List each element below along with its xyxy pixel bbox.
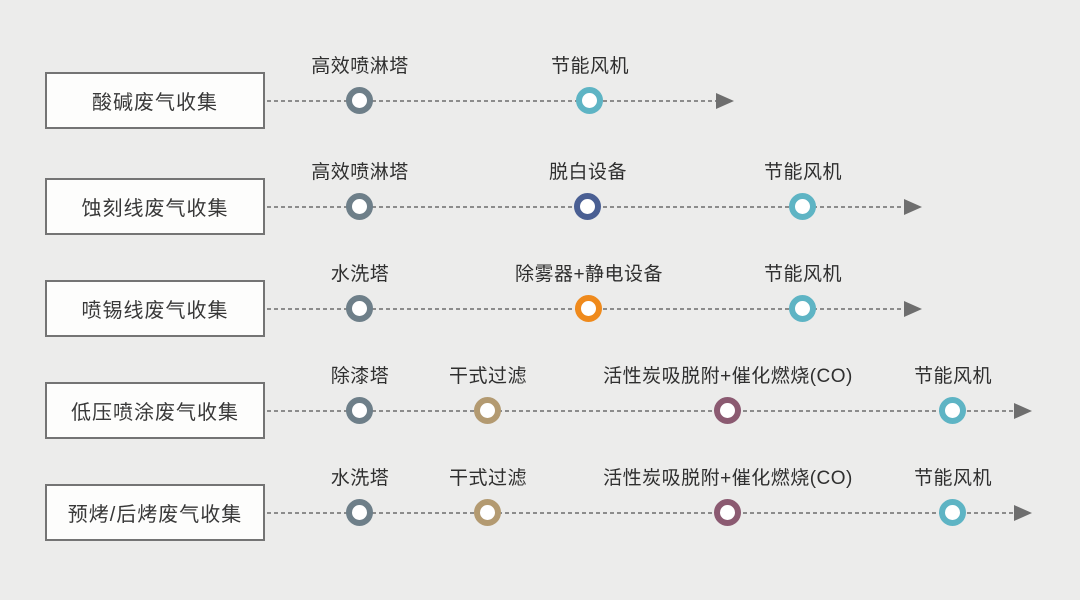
arrowhead-icon — [1014, 505, 1032, 521]
process-step-label: 活性炭吸脱附+催化燃烧(CO) — [603, 468, 853, 489]
process-step-label: 除雾器+静电设备 — [514, 264, 664, 285]
process-step-label: 节能风机 — [763, 162, 843, 183]
process-node-gray-icon — [346, 295, 373, 322]
process-node-gray-icon — [346, 193, 373, 220]
source-box: 预烤/后烤废气收集 — [45, 484, 265, 541]
process-node-orange-icon — [575, 295, 602, 322]
process-step-label: 脱白设备 — [548, 162, 628, 183]
process-step-label: 干式过滤 — [448, 366, 528, 387]
process-node-maroon-icon — [714, 397, 741, 424]
source-box: 蚀刻线废气收集 — [45, 178, 265, 235]
process-node-gray-icon — [346, 87, 373, 114]
process-node-maroon-icon — [714, 499, 741, 526]
process-step-label: 高效喷淋塔 — [311, 162, 409, 183]
process-node-teal-icon — [789, 193, 816, 220]
process-step-label: 水洗塔 — [330, 264, 390, 285]
process-node-tan-icon — [474, 397, 501, 424]
flow-dashed-line — [267, 100, 716, 102]
flow-dashed-line — [267, 206, 904, 208]
process-node-teal-icon — [576, 87, 603, 114]
process-step-label: 高效喷淋塔 — [311, 56, 409, 77]
process-step-label: 节能风机 — [913, 468, 993, 489]
process-step-label: 节能风机 — [763, 264, 843, 285]
process-node-gray-icon — [346, 397, 373, 424]
flow-dashed-line — [267, 410, 1014, 412]
process-step-label: 节能风机 — [550, 56, 630, 77]
process-node-blue-icon — [574, 193, 601, 220]
process-node-gray-icon — [346, 499, 373, 526]
arrowhead-icon — [716, 93, 734, 109]
arrowhead-icon — [904, 301, 922, 317]
process-step-label: 除漆塔 — [330, 366, 390, 387]
process-step-label: 干式过滤 — [448, 468, 528, 489]
process-step-label: 节能风机 — [913, 366, 993, 387]
process-node-teal-icon — [939, 499, 966, 526]
arrowhead-icon — [1014, 403, 1032, 419]
arrowhead-icon — [904, 199, 922, 215]
source-box: 低压喷涂废气收集 — [45, 382, 265, 439]
process-node-teal-icon — [789, 295, 816, 322]
process-step-label: 水洗塔 — [330, 468, 390, 489]
process-step-label: 活性炭吸脱附+催化燃烧(CO) — [603, 366, 853, 387]
process-node-tan-icon — [474, 499, 501, 526]
process-node-teal-icon — [939, 397, 966, 424]
source-box: 酸碱废气收集 — [45, 72, 265, 129]
flow-dashed-line — [267, 308, 904, 310]
flow-dashed-line — [267, 512, 1014, 514]
source-box: 喷锡线废气收集 — [45, 280, 265, 337]
